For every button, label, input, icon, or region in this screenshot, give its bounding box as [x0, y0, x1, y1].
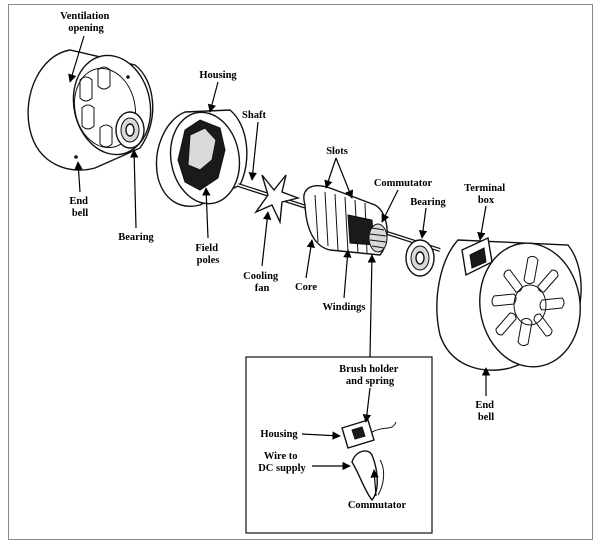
label-cooling-fan: Cooling fan — [243, 271, 281, 294]
label-shaft: Shaft — [242, 110, 266, 121]
label-housing: Housing — [199, 70, 237, 81]
label-end-bell-left: End bell — [69, 196, 90, 219]
label-field-poles: Field poles — [195, 243, 220, 266]
inset-box — [245, 356, 433, 534]
inset-label-commutator: Commutator — [348, 500, 407, 511]
cooling-fan — [253, 174, 301, 225]
bearing-right — [405, 239, 435, 277]
label-bearing-right: Bearing — [410, 197, 446, 208]
label-windings: Windings — [323, 302, 366, 313]
armature-core — [303, 185, 388, 256]
pointer-arrows — [68, 35, 491, 497]
inset-label-housing: Housing — [260, 429, 298, 440]
figure-frame — [8, 4, 593, 540]
commutator — [368, 223, 388, 253]
label-slots: Slots — [326, 146, 348, 157]
stator-housing — [155, 109, 248, 207]
label-commutator: Commutator — [374, 178, 433, 189]
label-end-bell-right: End bell — [475, 400, 496, 423]
label-ventilation-opening: Ventilation opening — [60, 11, 112, 34]
label-bearing-left: Bearing — [118, 232, 154, 243]
end-bell-right — [436, 236, 582, 371]
bearing-left — [115, 111, 145, 149]
end-bell-left — [27, 49, 154, 171]
inset-label-brush-holder: Brush holder and spring — [339, 364, 401, 387]
inset-label-wire: Wire to DC supply — [258, 451, 306, 474]
label-core: Core — [295, 282, 317, 293]
label-terminal-box: Terminal box — [464, 183, 508, 206]
